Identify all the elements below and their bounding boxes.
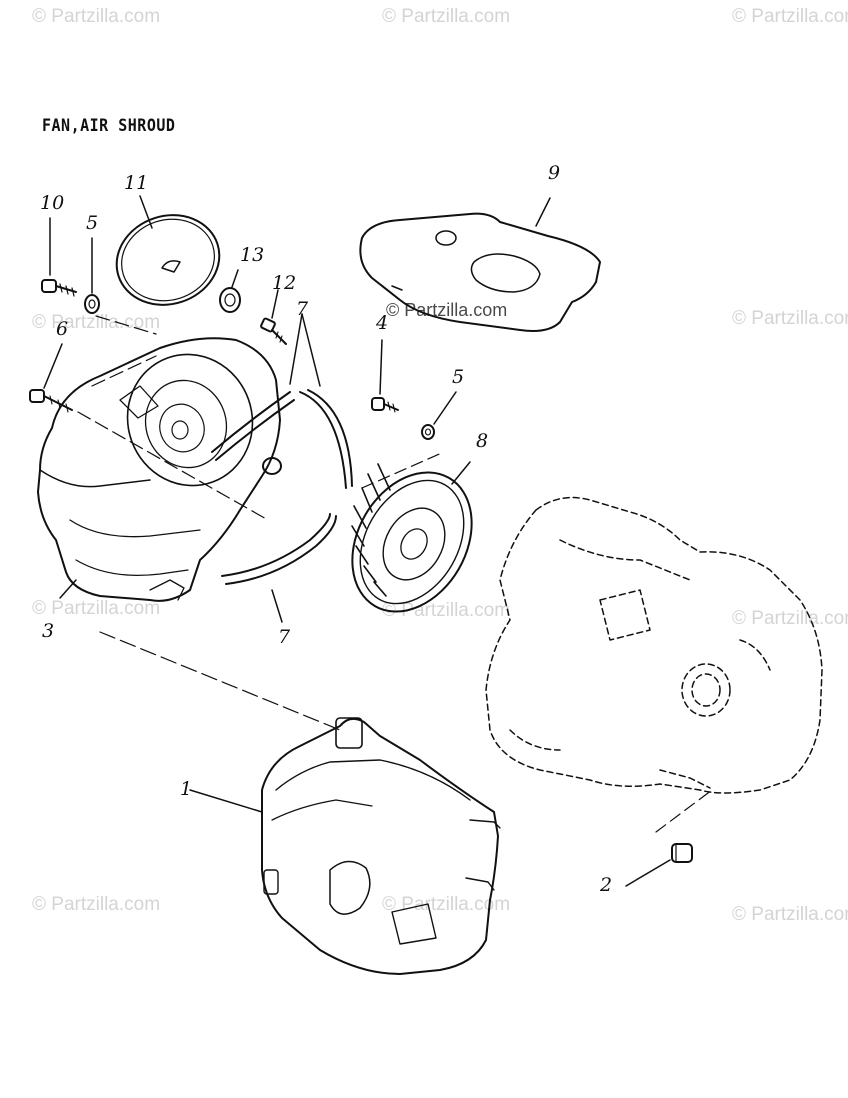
callout-12: 12 xyxy=(272,272,297,294)
watermark: © Partzilla.com xyxy=(32,598,161,619)
part-6-bolt xyxy=(29,343,73,413)
part-2-nut xyxy=(625,789,713,887)
part-5-washer-right xyxy=(421,391,457,440)
watermark: © Partzilla.com xyxy=(32,312,161,333)
watermark: © Partzilla.com xyxy=(732,6,848,27)
watermark: © Partzilla.com xyxy=(382,894,511,915)
callout-7-bottom: 7 xyxy=(278,626,291,648)
callout-13: 13 xyxy=(240,244,265,266)
callout-11: 11 xyxy=(124,172,149,194)
diagram-title: FAN,AIR SHROUD xyxy=(42,114,176,136)
part-11-fan-cover xyxy=(115,195,221,306)
watermark: © Partzilla.com xyxy=(732,308,848,329)
watermark: © Partzilla.com xyxy=(386,300,508,320)
callout-3: 3 xyxy=(42,620,55,642)
watermark: © Partzilla.com xyxy=(32,6,161,27)
part-5-washer-left xyxy=(84,237,100,314)
part-7-hoses xyxy=(211,313,353,623)
watermark: © Partzilla.com xyxy=(32,894,161,915)
part-3-fan-shroud xyxy=(37,315,282,602)
watermark: © Partzilla.com xyxy=(732,608,848,629)
callout-1: 1 xyxy=(180,778,193,800)
callout-8: 8 xyxy=(476,430,489,452)
part-8-flywheel-fan xyxy=(351,451,473,613)
part-1-shroud xyxy=(99,631,501,975)
callout-4: 4 xyxy=(376,312,389,334)
callout-6: 6 xyxy=(56,318,69,340)
callout-5-left: 5 xyxy=(86,212,99,234)
watermark: © Partzilla.com xyxy=(382,6,511,27)
callout-9: 9 xyxy=(548,162,561,184)
watermark: © Partzilla.com xyxy=(732,904,848,925)
callout-2: 2 xyxy=(600,874,613,896)
part-13-grommet xyxy=(219,269,241,313)
part-4-bolt xyxy=(371,339,399,413)
part-10-bolt xyxy=(41,217,77,297)
callout-10: 10 xyxy=(40,192,65,214)
watermark: © Partzilla.com xyxy=(382,600,511,621)
engine-crankcase xyxy=(485,496,823,794)
callout-5-right: 5 xyxy=(452,366,465,388)
part-12-screw xyxy=(260,289,287,345)
callout-7-top: 7 xyxy=(296,298,309,320)
part-9-plate xyxy=(359,197,601,332)
